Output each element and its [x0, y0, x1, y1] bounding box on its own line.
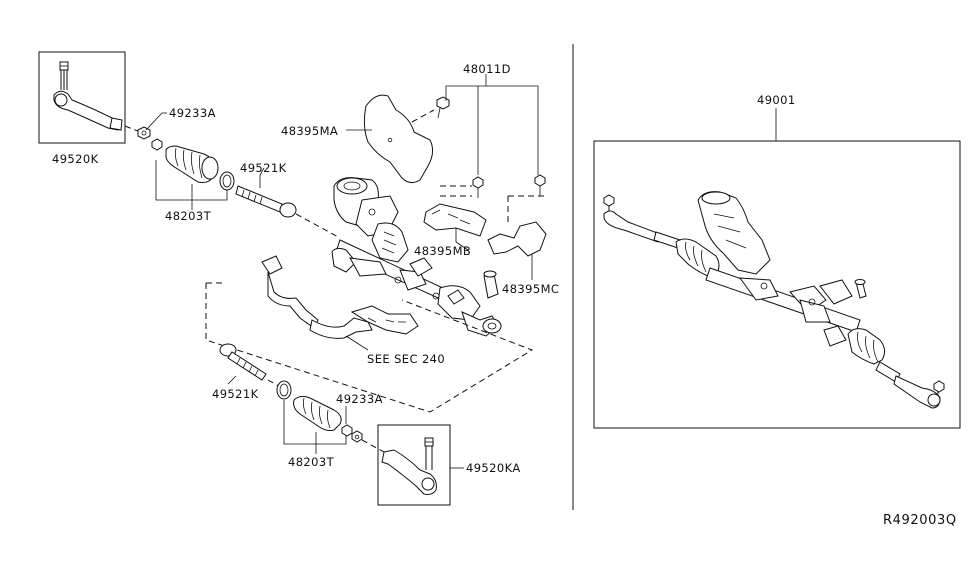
label-49233a-bottom: 49233A: [336, 392, 383, 406]
hose-assembly[interactable]: [261, 255, 419, 339]
boot-48203t-top[interactable]: [165, 145, 235, 191]
shield-48395mb[interactable]: [423, 185, 487, 237]
lock-nut-49233a-top[interactable]: [137, 126, 163, 151]
boot-48203t-bottom[interactable]: [276, 380, 342, 431]
heat-shield-48395ma[interactable]: [363, 94, 435, 184]
label-48011d: 48011D: [463, 62, 511, 76]
dashed-boundary: [205, 282, 534, 413]
lock-nut-49233a-bottom[interactable]: [341, 424, 363, 443]
socket-49521k-top[interactable]: [235, 185, 297, 218]
bolt-48011d[interactable]: [436, 96, 546, 198]
label-48395mb: 48395MB: [414, 244, 471, 258]
shield-48395mc[interactable]: [487, 195, 548, 257]
label-see-sec-240: SEE SEC 240: [367, 352, 445, 366]
label-48395ma: 48395MA: [281, 124, 338, 138]
tie-rod-end-49520k[interactable]: [38, 51, 126, 144]
assembly-49001-frame: [593, 140, 961, 429]
label-48395mc: 48395MC: [502, 282, 559, 296]
steering-gear-assembly[interactable]: [331, 177, 502, 337]
label-49521k-top: 49521K: [240, 161, 287, 175]
label-48203t-top: 48203T: [165, 209, 212, 223]
label-49001: 49001: [757, 93, 796, 107]
socket-49521k-bottom[interactable]: [219, 343, 267, 381]
label-49233a-top: 49233A: [169, 106, 216, 120]
label-49521k-bottom: 49521K: [212, 387, 259, 401]
reference-code: R492003Q: [883, 513, 957, 528]
label-49520ka: 49520KA: [466, 461, 521, 475]
steering-gear-assembly-49001[interactable]: [603, 191, 945, 409]
label-49520k: 49520K: [52, 152, 99, 166]
label-48203t-bottom: 48203T: [288, 455, 335, 469]
tie-rod-end-49520ka[interactable]: [377, 424, 451, 506]
